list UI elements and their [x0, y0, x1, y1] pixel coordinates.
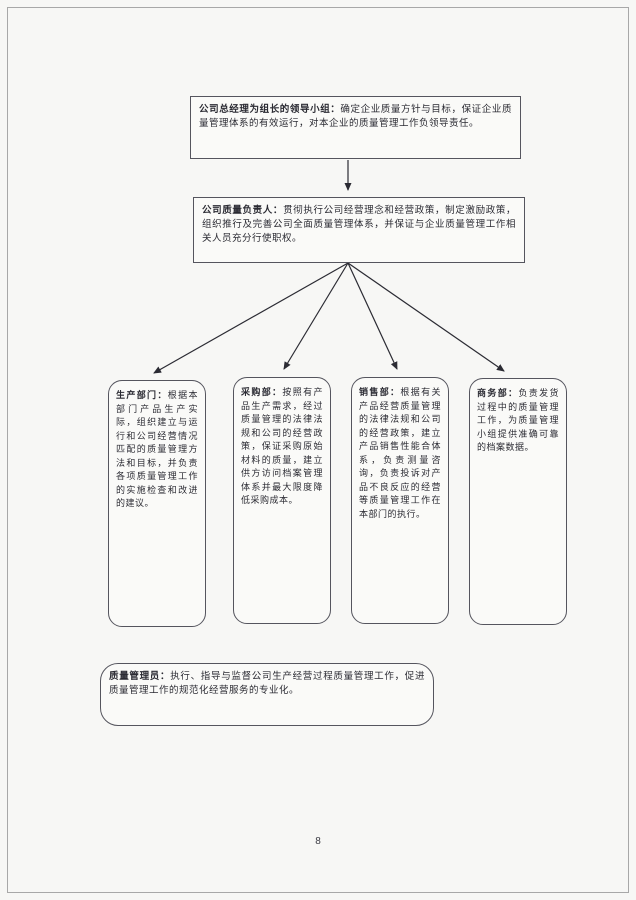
dept-commerce-title: 商务部：: [477, 388, 519, 398]
dept-purchasing-body: 按照有产品生产需求，经过质量管理的法律法规和公司的经营政策，保证采购原始材料的质…: [241, 387, 323, 505]
quality-manager-title: 质量管理员：: [109, 671, 171, 682]
leader-group-title: 公司总经理为组长的领导小组：: [199, 104, 341, 115]
connector-arrow-production: [153, 262, 349, 374]
dept-box-commerce: 商务部：负责发货过程中的质量管理工作，为质量管理小组提供准确可靠的档案数据。: [469, 378, 567, 625]
quality-director-body: 贯彻执行公司经营理念和经营政策，制定激励政策，组织推行及完善公司全面质量管理体系…: [202, 205, 516, 244]
quality-director-box: 公司质量负责人：贯彻执行公司经营理念和经营政策，制定激励政策，组织推行及完善公司…: [193, 197, 525, 263]
quality-director-title: 公司质量负责人：: [202, 205, 284, 216]
connector-arrow-commerce: [347, 262, 505, 372]
dept-commerce-body: 负责发货过程中的质量管理工作，为质量管理小组提供准确可靠的档案数据。: [477, 388, 559, 452]
page-number: 8: [315, 836, 321, 847]
quality-manager-body: 执行、指导与监督公司生产经营过程质量管理工作，促进质量管理工作的规范化经营服务的…: [109, 671, 425, 696]
leader-group-box: 公司总经理为组长的领导小组：确定企业质量方针与目标，保证企业质量管理体系的有效运…: [190, 96, 521, 159]
dept-box-purchasing: 采购部：按照有产品生产需求，经过质量管理的法律法规和公司的经营政策，保证采购原始…: [233, 377, 331, 624]
leader-group-body: 确定企业质量方针与目标，保证企业质量管理体系的有效运行，对本企业的质量管理工作负…: [199, 104, 512, 129]
dept-box-production: 生产部门：根据本部门产品生产实际，组织建立与运行和公司经营情况匹配的质量管理方法…: [108, 380, 206, 627]
dept-sales-body: 根据有关产品经营质量管理的法律法规和公司的经营政策，建立产品销售性能合体系，负责…: [359, 387, 441, 519]
dept-box-sales: 销售部：根据有关产品经营质量管理的法律法规和公司的经营政策，建立产品销售性能合体…: [351, 377, 449, 624]
connector-arrow-sales: [347, 262, 398, 370]
dept-production-body: 根据本部门产品生产实际，组织建立与运行和公司经营情况匹配的质量管理方法和目标，并…: [116, 390, 198, 508]
dept-production-title: 生产部门：: [116, 390, 168, 400]
connector-arrow-purchasing: [283, 262, 349, 370]
dept-sales-title: 销售部：: [359, 387, 401, 397]
quality-manager-box: 质量管理员：执行、指导与监督公司生产经营过程质量管理工作，促进质量管理工作的规范…: [100, 663, 434, 726]
dept-purchasing-title: 采购部：: [241, 387, 283, 397]
